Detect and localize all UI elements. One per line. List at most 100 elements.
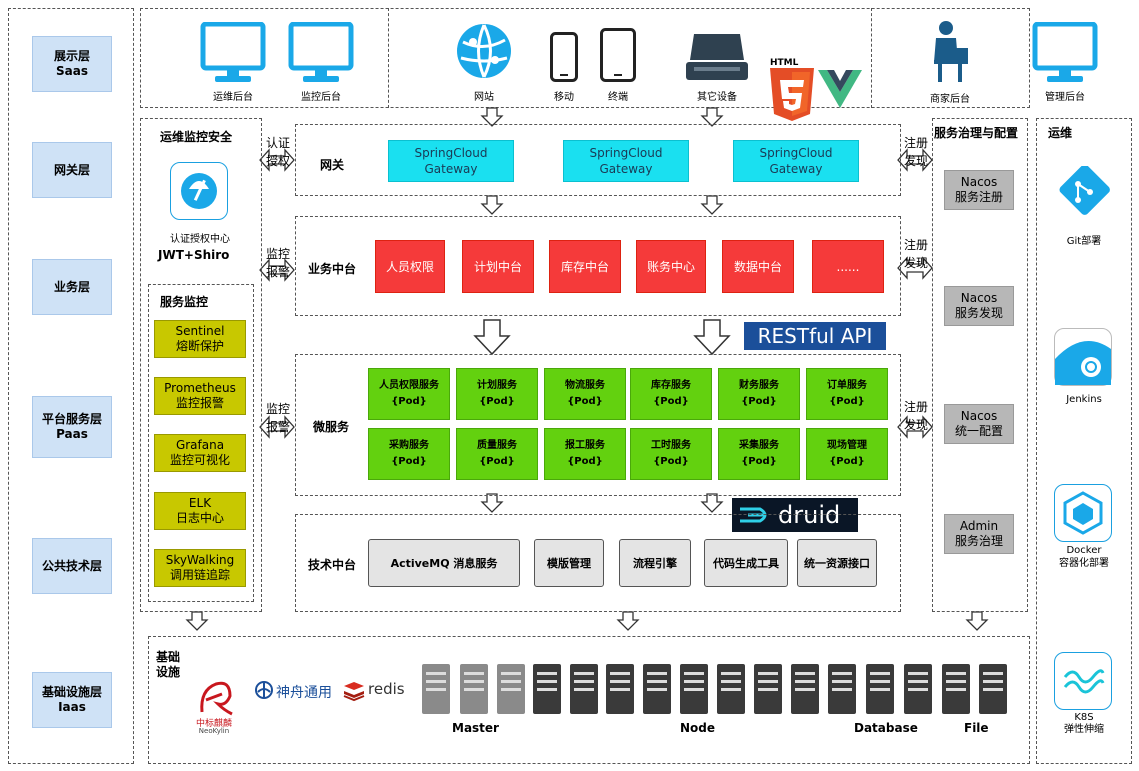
html-text: HTML [770, 58, 799, 68]
auth-center-icon [170, 162, 228, 220]
shenzhou-logo-icon [255, 681, 273, 699]
micro-service: 报工服务{Pod} [544, 428, 626, 480]
git-icon [1059, 166, 1110, 215]
governance-title: 服务治理与配置 [934, 126, 1019, 140]
neokylin-logo-icon [200, 681, 233, 716]
tech-panel [295, 514, 901, 612]
monitor-icon [200, 22, 266, 82]
neokylin-en-label: NeoKylin [198, 727, 230, 735]
jenkins-label: Jenkins [1066, 394, 1102, 405]
micro-panel [295, 354, 901, 496]
micro-service: 人员权限服务{Pod} [368, 368, 450, 420]
admin-console-label: 管理后台 [1045, 92, 1085, 103]
layer-gateway: 网关层 [32, 142, 112, 198]
scanner-icon [686, 34, 748, 80]
monitor-link-label: 监控 报警 [265, 247, 290, 279]
k8s-icon [1054, 652, 1112, 710]
server-icon [979, 664, 1007, 714]
jenkins-icon [1054, 328, 1112, 386]
tablet-icon [600, 28, 636, 82]
tech-module: 流程引擎 [619, 539, 691, 587]
other-device-label: 其它设备 [697, 92, 737, 103]
docker-label: Docker 容器化部署 [1059, 545, 1109, 569]
register-link-label: 注册 发现 [903, 238, 928, 270]
infra-title: 基础 设施 [156, 650, 181, 679]
micro-service: 财务服务{Pod} [718, 368, 800, 420]
server-group-label: Master [452, 721, 499, 735]
redis-logo-icon [343, 682, 365, 702]
micro-title: 微服务 [313, 420, 350, 434]
server-icon [570, 664, 598, 714]
layer-saas: 展示层 Saas [32, 36, 112, 92]
server-icon [460, 664, 488, 714]
business-module: 人员权限 [375, 240, 445, 293]
auth-tech-label: JWT+Shiro [158, 248, 230, 262]
layer-column [8, 8, 134, 764]
merchant-console-label: 商家后台 [930, 94, 970, 105]
monitor-icon [1032, 22, 1098, 82]
server-group-label: Database [854, 721, 918, 735]
device-divider [388, 8, 872, 108]
tech-title: 技术中台 [308, 558, 357, 572]
tech-module: 代码生成工具 [704, 539, 788, 587]
mobile-icon [550, 32, 578, 82]
tech-module: 统一资源接口 [797, 539, 877, 587]
server-icon [866, 664, 894, 714]
infra-panel [148, 636, 1030, 764]
docker-icon [1054, 484, 1112, 542]
terminal-label: 终端 [608, 92, 628, 103]
ops-console-label: 运维后台 [213, 92, 253, 103]
micro-service: 计划服务{Pod} [456, 368, 538, 420]
micro-service: 现场管理{Pod} [806, 428, 888, 480]
auth-center-label: 认证授权中心 [170, 234, 230, 245]
business-module: ...... [812, 240, 884, 293]
vue-icon [818, 70, 862, 108]
business-title: 业务中台 [308, 262, 357, 276]
shenzhou-label: 神舟通用 [276, 685, 332, 701]
server-icon [606, 664, 634, 714]
redis-label: redis [368, 680, 405, 698]
server-icon [828, 664, 856, 714]
gateway-node: SpringCloud Gateway [563, 140, 689, 182]
monitor-icon [288, 22, 354, 82]
layer-common-tech: 公共技术层 [32, 538, 112, 594]
auth-link-label: 认证 授权 [265, 136, 290, 168]
server-icon [643, 664, 671, 714]
server-group-label: Node [680, 721, 716, 735]
server-group-label: File [964, 721, 989, 735]
server-icon [680, 664, 708, 714]
globe-icon [457, 24, 511, 78]
device-row [140, 8, 1030, 108]
register-link-label: 注册 发现 [903, 400, 928, 432]
server-icon [497, 664, 525, 714]
druid-text: druid [778, 501, 841, 529]
micro-service: 工时服务{Pod} [630, 428, 712, 480]
server-icon [422, 664, 450, 714]
business-module: 库存中台 [549, 240, 621, 293]
micro-service: 采购服务{Pod} [368, 428, 450, 480]
micro-service: 库存服务{Pod} [630, 368, 712, 420]
server-icon [754, 664, 782, 714]
website-label: 网站 [474, 92, 494, 103]
layer-iaas: 基础设施层 Iaas [32, 672, 112, 728]
micro-service: 物流服务{Pod} [544, 368, 626, 420]
business-module: 计划中台 [462, 240, 534, 293]
security-panel [140, 118, 262, 612]
monitor-link-label: 监控 报警 [265, 402, 290, 434]
tech-module: 模版管理 [534, 539, 604, 587]
druid-logo-icon [740, 507, 767, 523]
html5-icon [770, 68, 814, 121]
ops-panel [1036, 118, 1132, 764]
micro-service: 质量服务{Pod} [456, 428, 538, 480]
server-icon [533, 664, 561, 714]
business-module: 账务中心 [636, 240, 706, 293]
druid-badge: druid [732, 498, 858, 532]
micro-service: 订单服务{Pod} [806, 368, 888, 420]
business-panel [295, 216, 901, 316]
